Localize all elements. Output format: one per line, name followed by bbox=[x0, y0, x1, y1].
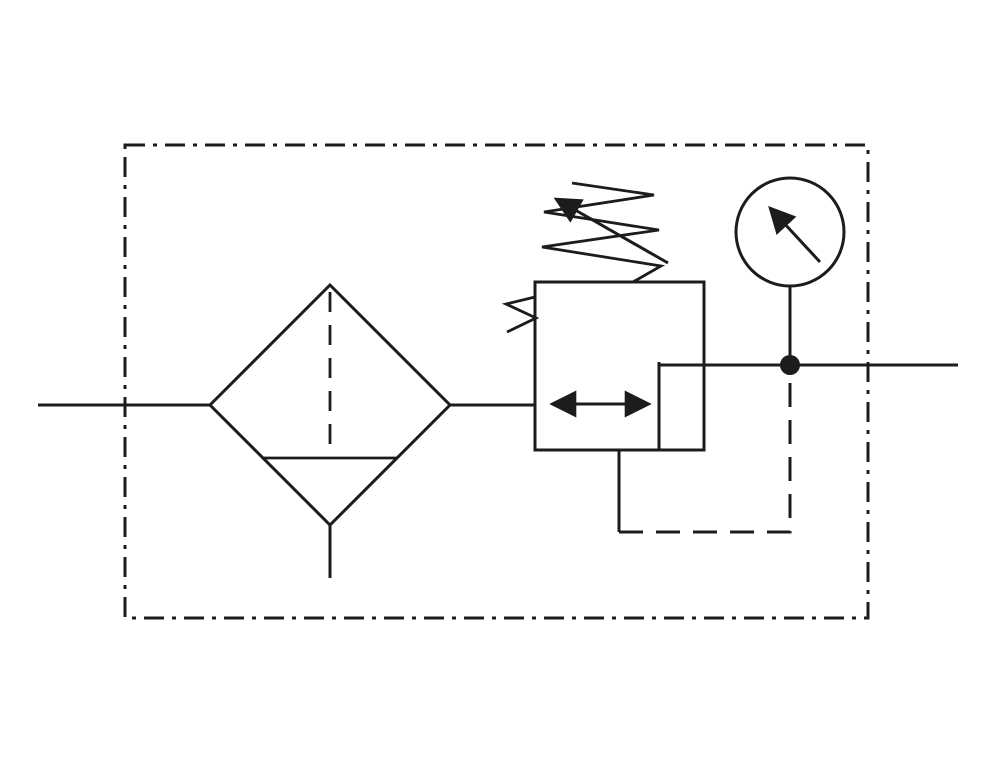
pilot-line bbox=[617, 372, 792, 534]
filter bbox=[207, 282, 453, 578]
enclosure-boundary bbox=[123, 143, 870, 620]
spring-zigzag bbox=[541, 181, 666, 284]
gauge-dial bbox=[734, 176, 846, 288]
adjustment-spring bbox=[541, 181, 669, 284]
pressure-gauge bbox=[734, 176, 846, 360]
relief-spring-zigzag bbox=[501, 295, 540, 334]
adjustment-arrow bbox=[553, 197, 669, 265]
gauge-needle-arrow bbox=[768, 206, 822, 264]
pilot-feedback-dashed bbox=[619, 372, 792, 534]
enclosure bbox=[123, 143, 870, 620]
junction-dot bbox=[780, 355, 800, 375]
junction bbox=[780, 355, 800, 375]
